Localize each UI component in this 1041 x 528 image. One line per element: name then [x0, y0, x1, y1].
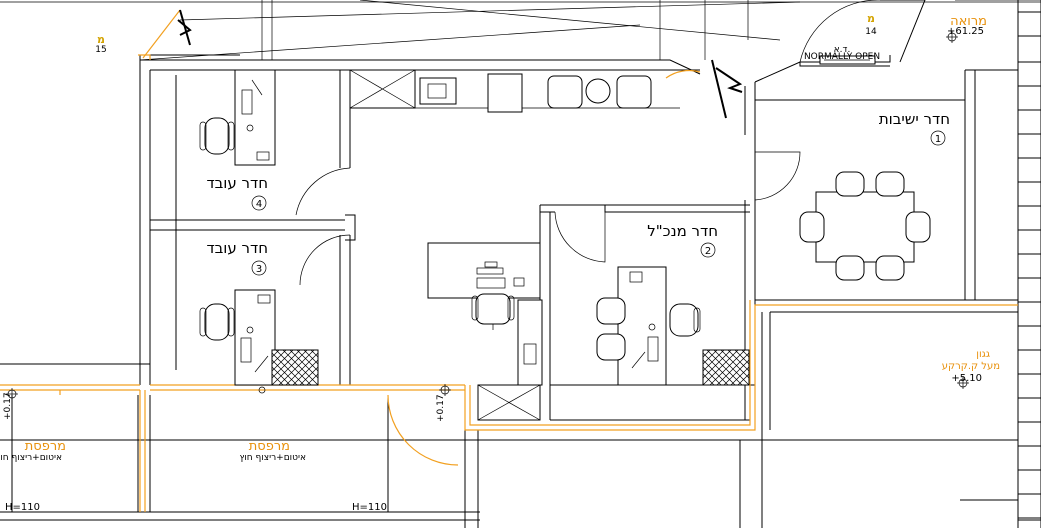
door-swings: [177, 0, 880, 119]
sink-icon: [419, 77, 457, 105]
railing-height-left: H=110: [5, 502, 40, 513]
fridge-icon: [487, 73, 523, 113]
office-chair-icon: [471, 293, 515, 330]
reception-desk-icon: [427, 242, 541, 299]
manager-room-label: חדר מנכ"ל: [647, 222, 718, 240]
meeting-table-icon: [815, 191, 915, 263]
cabinet-icon: [517, 299, 543, 386]
orange-outlines: [0, 9, 1018, 512]
room-labels: חדר ישיבות 1 חדר מנכ"ל 2 חדר עובד 3 חדר …: [206, 110, 950, 276]
level-marker-icon: [957, 377, 969, 389]
annotations: ד.א. NORMALLY OPEN מרואה +61.25 גגון מעל…: [0, 14, 1000, 513]
entrance-level: +61.25: [947, 26, 984, 37]
room-number-badge: [930, 130, 946, 146]
office-chair-icon: [199, 117, 235, 155]
marker-15-symbol: מ: [97, 33, 105, 46]
level-marker-icon: [439, 384, 451, 396]
room-number-badge: [251, 260, 267, 276]
worker-room-4-label: חדר עובד: [206, 174, 268, 192]
chairs-top: [835, 171, 905, 197]
shaft-hatch: [702, 349, 750, 386]
entrance-label: מרואה: [950, 14, 987, 29]
shaft-hatch: [271, 349, 319, 386]
balcony-left-subtitle: איטום+ריצוף חוץ: [0, 453, 62, 463]
marker-14-number: 14: [865, 27, 877, 37]
right-tick-marks: [1018, 11, 1041, 519]
chair-right-icon: [905, 211, 931, 243]
normally-open-hebrew: ד.א.: [834, 45, 851, 55]
section-markers: מ 15 מ 14: [95, 12, 877, 55]
worker-room-4-furniture: [199, 69, 276, 166]
level-mid: +0.17: [436, 394, 446, 422]
manager-room-furniture: [596, 266, 750, 386]
manager-room-number: 2: [705, 246, 711, 257]
meeting-room-furniture: [799, 171, 931, 281]
meeting-room-label: חדר ישיבות: [879, 110, 950, 128]
side-table-icon: [585, 78, 611, 104]
balcony-left-title: מרפסת: [25, 439, 66, 454]
desk-icon: [234, 69, 276, 166]
room-number-badge: [251, 195, 267, 211]
balcony-mid-title: מרפסת: [249, 439, 290, 454]
railing-height-mid: H=110: [352, 502, 387, 513]
office-chair-icon: [669, 303, 701, 337]
level-marker-icon: [946, 31, 958, 43]
meeting-room-number: 1: [935, 134, 941, 145]
chair-left-icon: [799, 211, 825, 243]
worker-room-4-number: 4: [256, 199, 262, 210]
balcony-mid-subtitle: איטום+ריצוף חוץ: [239, 453, 306, 463]
kitchen-counter: [349, 69, 680, 113]
level-left: +0.17: [3, 392, 13, 420]
column-mark-icon: [258, 386, 266, 394]
roof-label: גגון: [976, 349, 990, 360]
marker-14-symbol: מ: [867, 12, 875, 25]
roof-level: +5.10: [951, 373, 982, 384]
level-marker-icon: [6, 388, 18, 400]
armchair-icon-1: [547, 75, 583, 109]
armchair-icon-2: [616, 75, 652, 109]
level-markers: [6, 31, 969, 400]
worker-room-3-furniture: [199, 289, 319, 386]
room-number-badge: [700, 242, 716, 258]
manager-desk-icon: [617, 266, 667, 386]
office-chair-icon: [199, 303, 235, 341]
reception-furniture: [427, 242, 543, 421]
chairs-bottom: [835, 255, 905, 281]
worker-room-3-label: חדר עובד: [206, 239, 268, 257]
guest-chair-icon: [596, 297, 626, 361]
desk-icon: [234, 289, 276, 386]
marker-15-number: 15: [95, 45, 106, 55]
normally-open-label: NORMALLY OPEN: [804, 52, 880, 62]
roof-sub-label: מעל ק.קרקע: [942, 361, 1000, 372]
worker-room-3-number: 3: [256, 264, 262, 275]
